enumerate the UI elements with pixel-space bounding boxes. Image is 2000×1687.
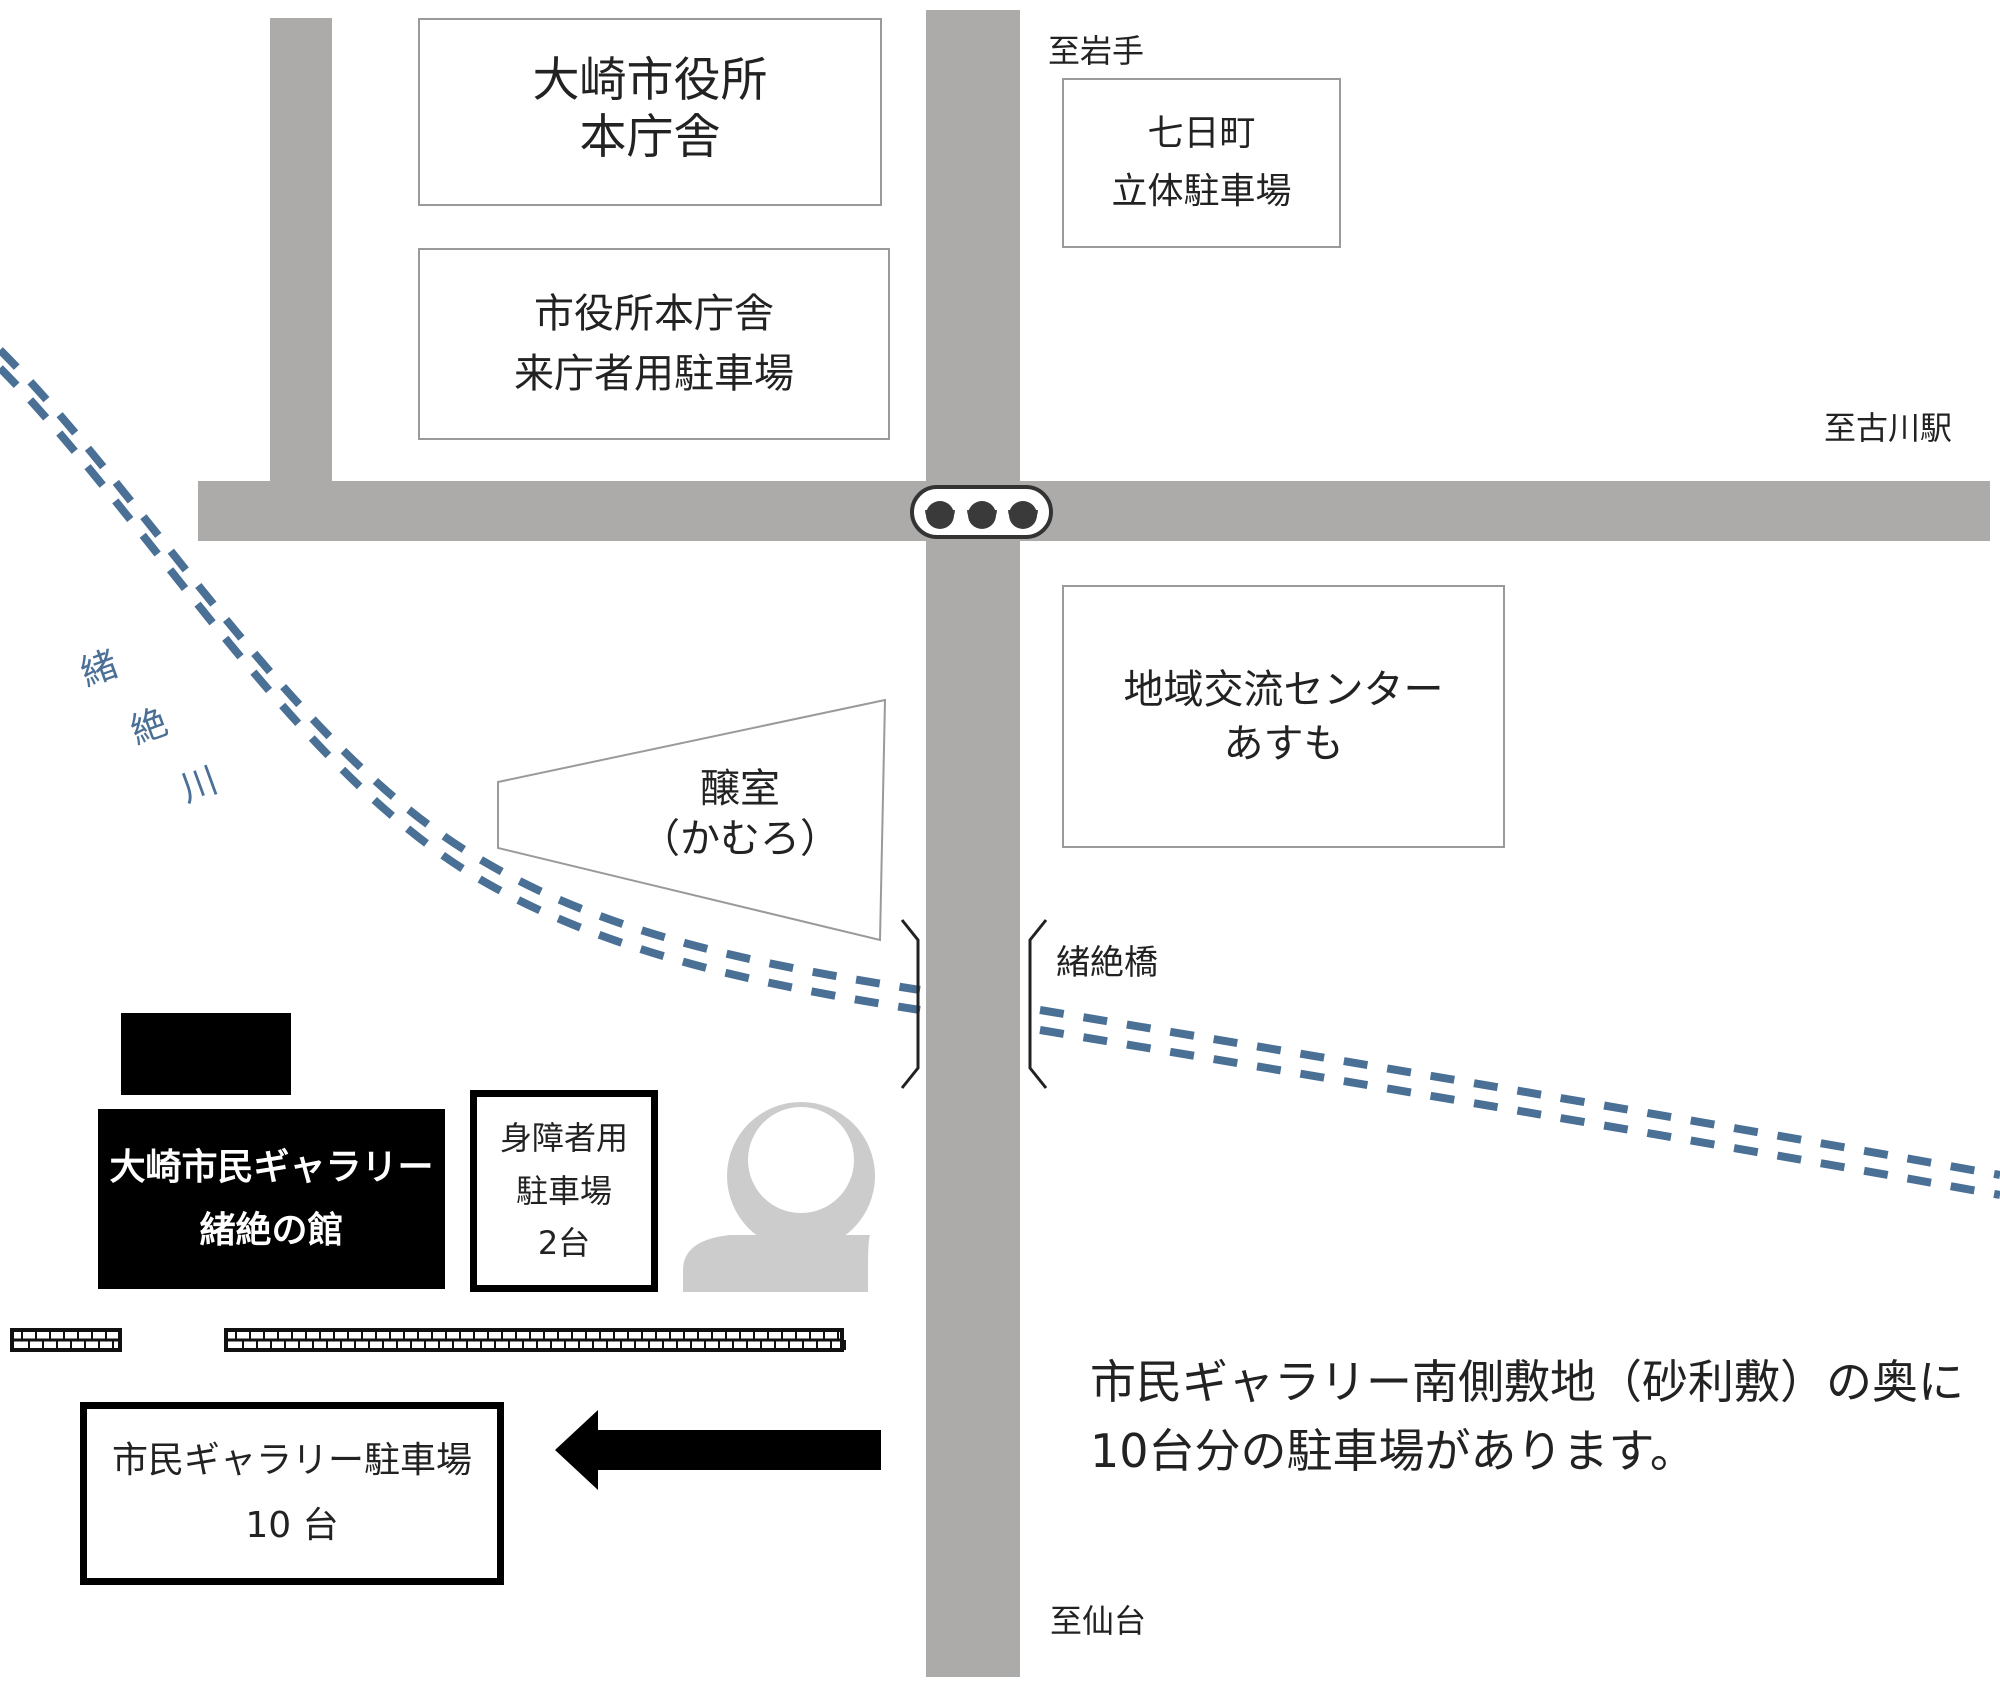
accessible-parking-line2: 駐車場 [515, 1171, 612, 1210]
traffic-signal-icon [910, 485, 1053, 539]
kamuro-name: 醸室 [700, 766, 780, 812]
city-hall-name: 大崎市役所 [532, 52, 768, 108]
river-line-top [0, 347, 921, 994]
arrow-left-icon [555, 1410, 881, 1490]
city-hall-parking-line1: 市役所本庁舎 [534, 291, 774, 337]
kamuro-label: 醸室 （かむろ） [640, 764, 840, 864]
direction-east: 至古川駅 [1824, 409, 1953, 447]
road-west-vertical [270, 18, 332, 488]
fence-right [224, 1328, 844, 1352]
statue-icon [683, 1102, 875, 1292]
bridge-name: 緒絶橋 [1056, 943, 1158, 983]
gallery-building: 大崎市民ギャラリー 緒絶の館 [98, 1109, 445, 1289]
gallery-parking-name: 市民ギャラリー駐車場 [111, 1439, 472, 1481]
accessible-parking-line1: 身障者用 [499, 1118, 628, 1157]
accessible-parking-count: 2台 [537, 1224, 591, 1263]
road-main-vertical [926, 10, 1020, 1677]
bridge-right-bracket [1028, 919, 1048, 1089]
city-hall-parking-line2: 来庁者用駐車場 [514, 351, 794, 397]
community-center-line1: 地域交流センター [1123, 666, 1444, 713]
community-center-line2: あすも [1223, 720, 1344, 767]
nanokamachi-line1: 七日町 [1147, 113, 1256, 155]
community-center: 地域交流センター あすも [1062, 585, 1505, 848]
nanokamachi-line2: 立体駐車場 [1111, 171, 1292, 212]
direction-south: 至仙台 [1050, 1602, 1147, 1640]
fence-ticks [21, 1330, 846, 1350]
accessible-parking: 身障者用 駐車場 2台 [470, 1090, 658, 1292]
city-hall-subname: 本庁舎 [579, 110, 721, 165]
parking-note-line1: 市民ギャラリー南側敷地（砂利敷）の奥に [1090, 1355, 1964, 1409]
river-line-top-east [1039, 1006, 2000, 1179]
river [0, 347, 2000, 1199]
city-hall-building: 大崎市役所 本庁舎 [418, 18, 882, 206]
river-line-bottom-east [1039, 1026, 2000, 1199]
direction-north: 至岩手 [1048, 32, 1145, 70]
gallery-subname: 緒絶の館 [199, 1210, 344, 1251]
gallery-parking-count: 10 台 [245, 1504, 339, 1546]
nanokamachi-parking: 七日町 立体駐車場 [1062, 78, 1341, 248]
gallery-name: 大崎市民ギャラリー [109, 1147, 434, 1188]
bridge-left-bracket [900, 919, 920, 1089]
river-line-bottom [0, 365, 921, 1014]
parking-note: 市民ギャラリー南側敷地（砂利敷）の奥に 10台分の駐車場があります。 [1090, 1348, 1964, 1486]
city-hall-parking: 市役所本庁舎 来庁者用駐車場 [418, 248, 890, 440]
gallery-parking: 市民ギャラリー駐車場 10 台 [80, 1402, 504, 1585]
kamuro-reading: （かむろ） [640, 816, 840, 862]
kamuro-outline [497, 698, 887, 942]
parking-note-line2: 10台分の駐車場があります。 [1090, 1424, 1696, 1478]
gallery-annex [121, 1013, 291, 1095]
road-main-horizontal [198, 481, 1990, 541]
